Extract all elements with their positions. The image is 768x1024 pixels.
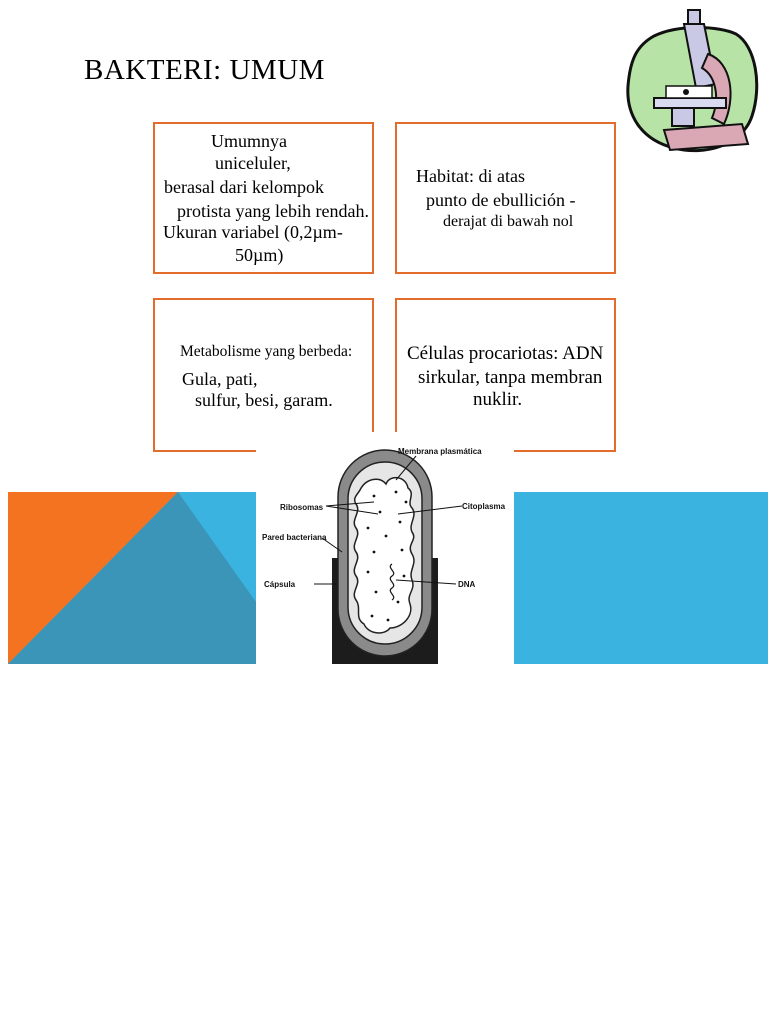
microscope-icon [626,9,759,153]
decorative-band-left [8,492,256,664]
card-line: sulfur, besi, garam. [195,390,333,410]
card-line: punto de ebullición - [426,190,576,210]
card-line: Habitat: di atas [416,166,525,186]
card-line: derajat di bawah nol [443,213,574,230]
label-cytoplasm: Citoplasma [462,502,506,511]
card-line: Gula, pati, [182,369,258,389]
slide-title: BAKTERI: UMUM [84,54,325,86]
info-card-metabolism: Metabolisme yang berbeda: Gula, pati, su… [153,298,374,452]
card-line: Células procariotas: ADN [407,343,604,364]
cytoplasm [353,476,415,634]
label-dna: DNA [458,580,476,589]
card-line: Ukuran variabel (0,2µm- [163,222,343,242]
card-line: Umumnya [211,131,287,151]
card-line: 50µm) [235,245,284,265]
label-cell-wall: Pared bacteriana [262,533,327,542]
info-card-general: Umumnya uniceluler, berasal dari kelompo… [153,122,374,274]
card-line: Metabolisme yang berbeda: [180,343,353,360]
decorative-band-right [514,492,768,664]
card-line: berasal dari kelompok [164,177,324,197]
card-line: nuklir. [473,389,523,410]
label-ribosomes: Ribosomas [280,503,324,512]
label-capsule: Cápsula [264,580,296,589]
label-plasma-membrane: Membrana plasmática [398,447,482,456]
card-line: sirkular, tanpa membran [418,367,603,388]
dna-strand [389,563,395,601]
info-card-prokaryote: Células procariotas: ADN sirkular, tanpa… [395,298,616,452]
card-line: uniceluler, [215,153,291,173]
bacteria-cell-diagram: Membrana plasmática Ribosomas Citoplasma… [256,432,514,664]
card-line: protista yang lebih rendah. [177,201,369,221]
info-card-habitat: Habitat: di atas punto de ebullición - d… [395,122,616,274]
